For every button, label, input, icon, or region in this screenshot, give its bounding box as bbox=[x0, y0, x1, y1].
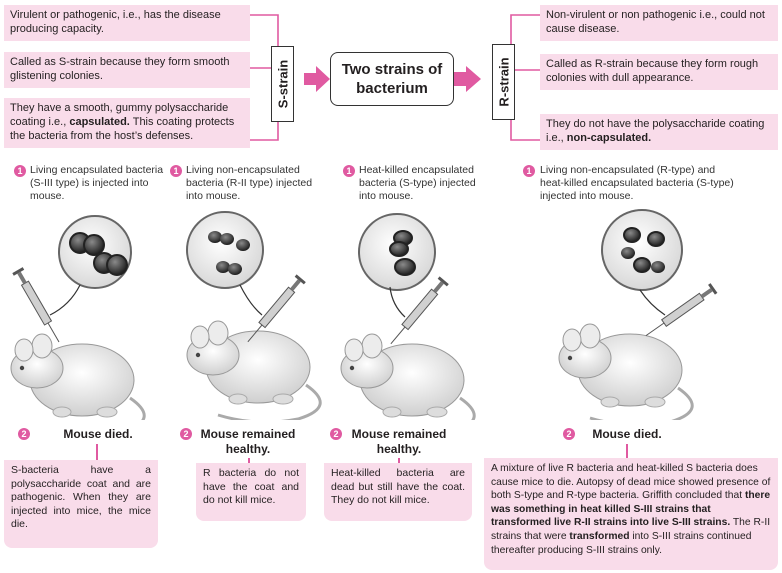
s-strain-property-3-text-b: capsulated. bbox=[69, 116, 130, 128]
exp3-mouse-illustration bbox=[341, 214, 474, 420]
exp4-step-number: 1 bbox=[523, 165, 535, 177]
r-strain-property-1-text: Non-virulent or non pathogenic i.e., cou… bbox=[546, 9, 765, 35]
exp4-connector bbox=[626, 444, 628, 458]
exp1-connector bbox=[96, 444, 98, 460]
exp2-mouse-illustration bbox=[187, 212, 320, 420]
exp1-step-text: Living encapsulated bacteria (S-III type… bbox=[30, 164, 170, 203]
exp2-step-number: 1 bbox=[170, 165, 182, 177]
exp3-description-text: Heat-killed bacteria are dead but still … bbox=[331, 467, 465, 506]
r-strain-property-2: Called as R-strain because they form rou… bbox=[540, 54, 778, 90]
exp4-description-text-d: transformed bbox=[569, 531, 629, 542]
r-strain-property-3-text-b: non-capsulated. bbox=[567, 132, 651, 144]
exp1-step-number: 1 bbox=[14, 165, 26, 177]
r-strain-property-3: They do not have the polysaccharide coat… bbox=[540, 114, 778, 150]
s-strain-property-3: They have a smooth, gummy polysaccharide… bbox=[4, 98, 250, 148]
exp4-mouse-illustration bbox=[559, 210, 717, 420]
s-strain-property-2: Called as S-strain because they form smo… bbox=[4, 52, 250, 88]
right-arrow-icon bbox=[454, 66, 481, 92]
exp1-result: Mouse died. bbox=[48, 427, 148, 442]
exp4-description: A mixture of live R bacteria and heat-ki… bbox=[484, 458, 778, 570]
s-strain-property-1-text: Virulent or pathogenic, i.e., has the di… bbox=[10, 9, 221, 35]
s-strain-property-1: Virulent or pathogenic, i.e., has the di… bbox=[4, 5, 250, 41]
exp4-result-number: 2 bbox=[563, 428, 575, 440]
r-strain-label-text: R-strain bbox=[496, 57, 511, 106]
exp4-step-text: Living non-encapsulated (R-type) and hea… bbox=[540, 164, 740, 203]
r-strain-bracket bbox=[511, 15, 540, 140]
exp4-description-text-a: A mixture of live R bacteria and heat-ki… bbox=[491, 463, 770, 501]
exp3-description: Heat-killed bacteria are dead but still … bbox=[324, 463, 472, 521]
s-strain-label: S-strain bbox=[271, 46, 294, 122]
exp2-description: R bacteria do not have the coat and do n… bbox=[196, 463, 306, 521]
r-strain-property-1: Non-virulent or non pathogenic i.e., cou… bbox=[540, 5, 778, 41]
exp1-mouse-illustration bbox=[11, 216, 144, 420]
exp3-result-number: 2 bbox=[330, 428, 342, 440]
exp2-description-text: R bacteria do not have the coat and do n… bbox=[203, 467, 299, 506]
exp3-step-number: 1 bbox=[343, 165, 355, 177]
exp2-step-text: Living non-encapsulated bacteria (R-II t… bbox=[186, 164, 326, 203]
r-strain-label: R-strain bbox=[492, 44, 515, 120]
exp1-result-number: 2 bbox=[18, 428, 30, 440]
exp1-description: S-bacteria have a polysaccharide coat an… bbox=[4, 460, 158, 548]
exp2-result: Mouse remained healthy. bbox=[193, 427, 303, 457]
r-strain-property-2-text: Called as R-strain because they form rou… bbox=[546, 58, 758, 84]
exp2-result-number: 2 bbox=[180, 428, 192, 440]
s-strain-label-text: S-strain bbox=[275, 60, 290, 108]
exp4-result: Mouse died. bbox=[582, 427, 672, 442]
exp1-description-text: S-bacteria have a polysaccharide coat an… bbox=[11, 464, 151, 530]
left-arrow-icon bbox=[304, 66, 330, 92]
exp3-step-text: Heat-killed encapsulated bacteria (S-typ… bbox=[359, 164, 489, 203]
s-strain-property-2-text: Called as S-strain because they form smo… bbox=[10, 56, 230, 82]
exp3-result: Mouse remained healthy. bbox=[344, 427, 454, 457]
experiment-illustrations bbox=[0, 205, 782, 420]
